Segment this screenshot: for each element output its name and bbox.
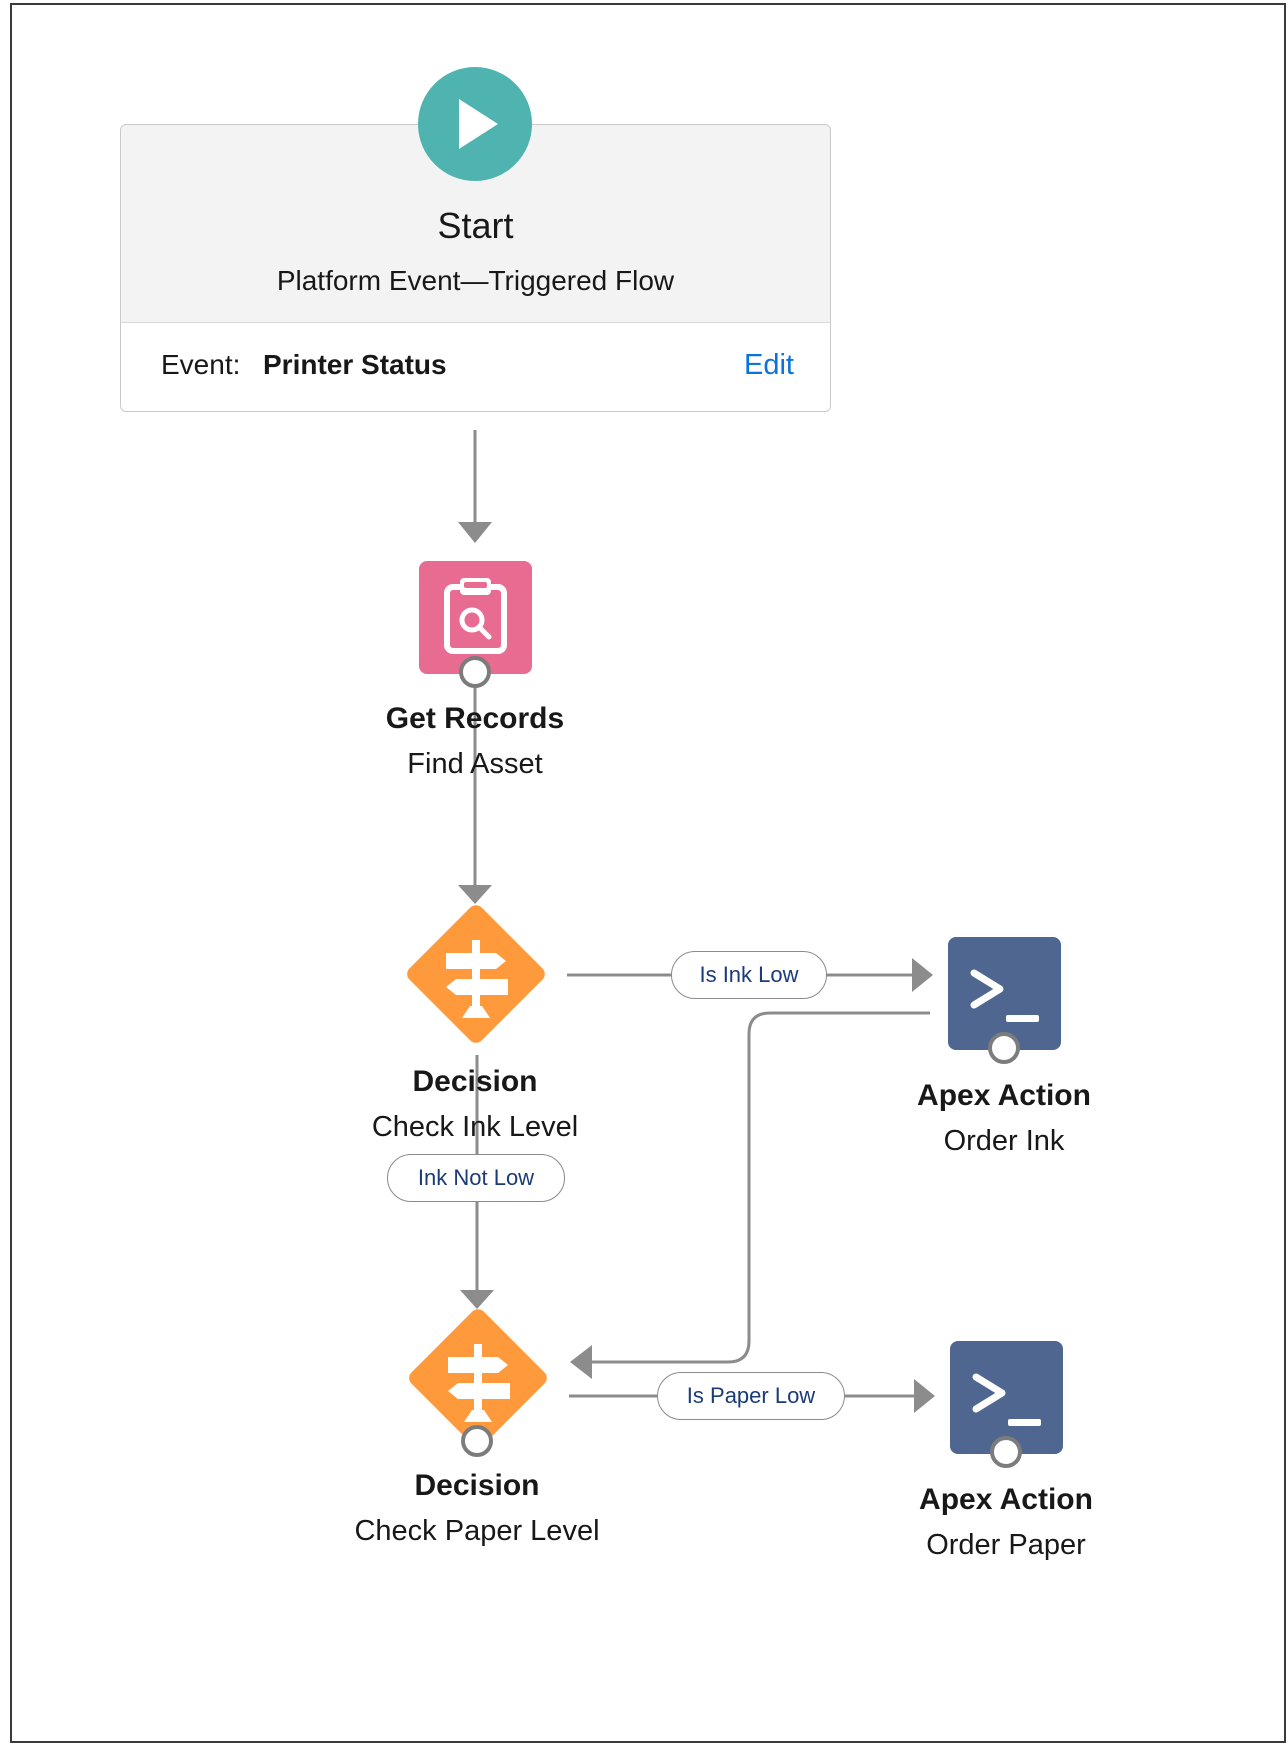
decision-paper-type: Decision xyxy=(414,1469,540,1502)
order-ink-label: Order Ink xyxy=(943,1125,1065,1157)
connector-label-is-paper-low[interactable]: Is Paper Low xyxy=(657,1372,845,1420)
apex-icon[interactable] xyxy=(948,937,1061,1050)
apex-icon[interactable] xyxy=(950,1341,1063,1454)
event-label: Event: xyxy=(161,349,241,380)
decision-ink-text: Decision Check Ink Level xyxy=(295,1063,655,1147)
order-paper-text: Apex Action Order Paper xyxy=(826,1481,1186,1565)
decision-icon[interactable] xyxy=(400,1300,556,1456)
get-records-icon[interactable] xyxy=(419,561,532,674)
order-paper-connector-port[interactable] xyxy=(990,1436,1022,1468)
get-records-connector-port[interactable] xyxy=(459,656,491,688)
decision-ink-type: Decision xyxy=(412,1065,538,1098)
get-records-type: Get Records xyxy=(385,702,565,735)
decision-paper-connector-port[interactable] xyxy=(461,1425,493,1457)
start-title: Start xyxy=(437,205,514,246)
order-ink-connector-port[interactable] xyxy=(988,1032,1020,1064)
play-icon[interactable] xyxy=(418,67,532,181)
get-records-text: Get Records Find Asset xyxy=(295,700,655,784)
get-records-label: Find Asset xyxy=(407,748,543,780)
start-footer: Event: Printer Status Edit xyxy=(121,322,830,411)
event-value: Printer Status xyxy=(263,349,447,380)
start-subtitle: Platform Event—Triggered Flow xyxy=(276,265,675,296)
edit-link[interactable]: Edit xyxy=(744,349,794,381)
decision-icon[interactable] xyxy=(398,896,554,1052)
order-paper-label: Order Paper xyxy=(926,1529,1086,1561)
connector-label-ink-not-low[interactable]: Ink Not Low xyxy=(387,1154,565,1202)
decision-ink-label: Check Ink Level xyxy=(371,1111,579,1143)
order-ink-type: Apex Action xyxy=(917,1079,1091,1112)
decision-paper-text: Decision Check Paper Level xyxy=(297,1467,657,1551)
connector-label-is-ink-low[interactable]: Is Ink Low xyxy=(671,951,827,999)
decision-paper-label: Check Paper Level xyxy=(354,1515,600,1547)
order-paper-type: Apex Action xyxy=(919,1483,1093,1516)
order-ink-text: Apex Action Order Ink xyxy=(824,1077,1184,1161)
